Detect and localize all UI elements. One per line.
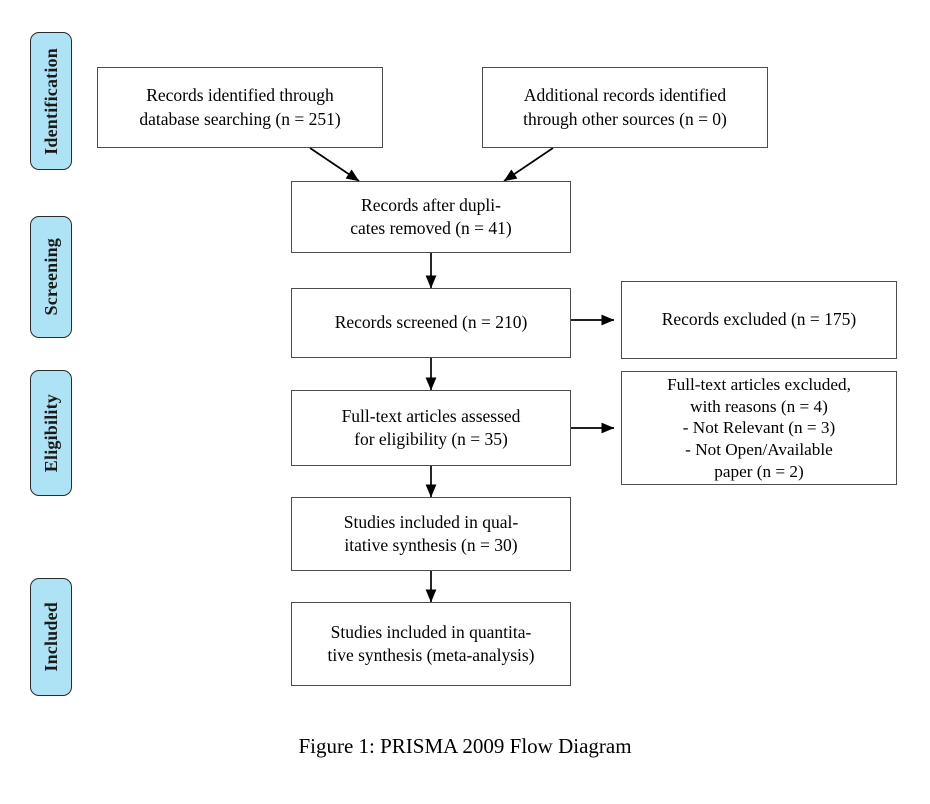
box-records-after-duplicates-removed-text: Records after dupli- cates removed (n = … (350, 194, 512, 238)
box-fulltext-articles-excluded-text: Full-text articles excluded, with reason… (667, 374, 851, 481)
box-records-excluded: Records excluded (n = 175) (621, 281, 897, 359)
box-studies-qualitative-synthesis-text: Studies included in qual- itative synthe… (343, 511, 519, 555)
box-additional-records-identified: Additional records identified through ot… (482, 67, 768, 148)
box-studies-quantitative-synthesis: Studies included in quantita- tive synth… (291, 602, 571, 686)
box-fulltext-articles-excluded: Full-text articles excluded, with reason… (621, 371, 897, 485)
stage-tab-included-label: Included (41, 602, 61, 672)
box-fulltext-articles-assessed: Full-text articles assessed for eligibil… (291, 390, 571, 466)
box-records-screened-text: Records screened (n = 210) (334, 312, 528, 333)
box-studies-qualitative-synthesis: Studies included in qual- itative synthe… (291, 497, 571, 571)
stage-tab-screening-label: Screening (41, 238, 61, 316)
connector-database-to-duplicates (309, 147, 360, 182)
stage-tab-eligibility-label: Eligibility (41, 393, 61, 473)
box-studies-quantitative-synthesis-text: Studies included in quantita- tive synth… (327, 621, 535, 665)
figure-caption: Figure 1: PRISMA 2009 Flow Diagram (298, 734, 632, 758)
stage-tab-identification-label: Identification (41, 47, 61, 155)
stage-tab-included: Included (30, 578, 72, 696)
box-records-identified-database-text: Records identified through database sear… (139, 85, 341, 129)
box-fulltext-articles-assessed-text: Full-text articles assessed for eligibil… (341, 405, 521, 449)
box-records-identified-database: Records identified through database sear… (97, 67, 383, 148)
stage-tab-eligibility: Eligibility (30, 370, 72, 496)
box-additional-records-identified-text: Additional records identified through ot… (523, 85, 727, 129)
connector-other-to-duplicates (503, 147, 554, 182)
box-records-after-duplicates-removed: Records after dupli- cates removed (n = … (291, 181, 571, 253)
box-records-screened: Records screened (n = 210) (291, 288, 571, 358)
stage-tab-screening: Screening (30, 216, 72, 338)
box-records-excluded-text: Records excluded (n = 175) (661, 309, 857, 330)
stage-tab-identification: Identification (30, 32, 72, 170)
